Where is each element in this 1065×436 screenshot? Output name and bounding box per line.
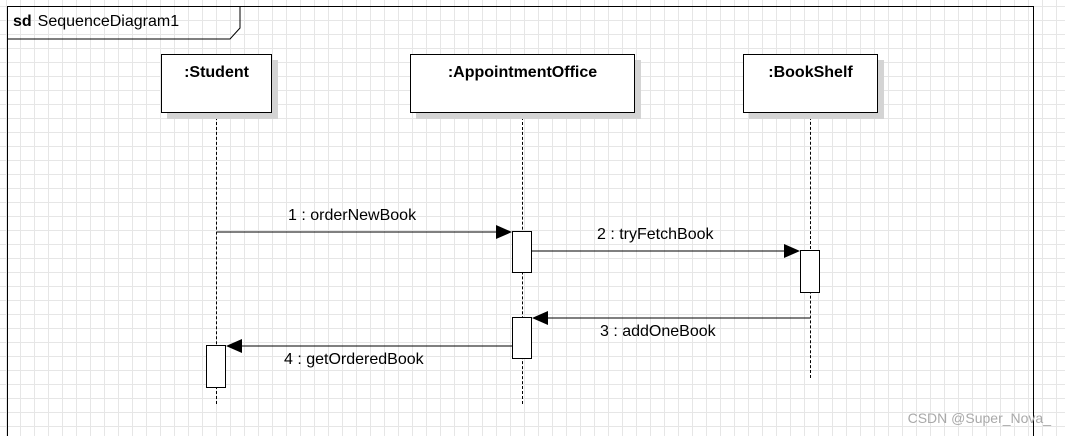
lifeline-student[interactable]: :Student bbox=[161, 54, 272, 113]
arrowhead-filled-icon bbox=[784, 244, 800, 258]
lifeline-shelf-line bbox=[810, 112, 811, 378]
sequence-frame bbox=[7, 6, 1034, 436]
lifeline-office-label: :AppointmentOffice bbox=[447, 64, 598, 81]
message-2-label[interactable]: 2 : tryFetchBook bbox=[597, 226, 714, 243]
message-4-arrow[interactable] bbox=[226, 339, 512, 353]
message-2-arrow[interactable] bbox=[532, 244, 800, 258]
activation-office-2[interactable] bbox=[512, 317, 532, 359]
message-1-label[interactable]: 1 : orderNewBook bbox=[288, 207, 417, 224]
activation-shelf-1[interactable] bbox=[800, 250, 820, 293]
message-3-arrow[interactable] bbox=[532, 311, 810, 325]
watermark: CSDN @Super_Nova_ bbox=[907, 410, 1051, 426]
message-1-arrow[interactable] bbox=[217, 225, 512, 239]
lifeline-shelf-label: :BookShelf bbox=[768, 64, 853, 81]
frame-label-tab bbox=[7, 6, 241, 40]
lifeline-student-label: :Student bbox=[184, 64, 249, 81]
lifeline-bookshelf[interactable]: :BookShelf bbox=[743, 54, 878, 113]
arrowhead-filled-icon bbox=[226, 339, 242, 353]
arrowhead-filled-icon bbox=[496, 225, 512, 239]
frame-keyword: sd bbox=[13, 13, 32, 30]
message-3-label[interactable]: 3 : addOneBook bbox=[600, 323, 716, 340]
lifeline-student-line bbox=[216, 112, 217, 404]
message-4-label[interactable]: 4 : getOrderedBook bbox=[284, 351, 424, 368]
activation-office-1[interactable] bbox=[512, 231, 532, 273]
activation-student-1[interactable] bbox=[206, 345, 226, 388]
arrowhead-filled-icon bbox=[532, 311, 548, 325]
frame-name: SequenceDiagram1 bbox=[37, 13, 180, 30]
lifeline-appointment-office[interactable]: :AppointmentOffice bbox=[410, 54, 635, 113]
